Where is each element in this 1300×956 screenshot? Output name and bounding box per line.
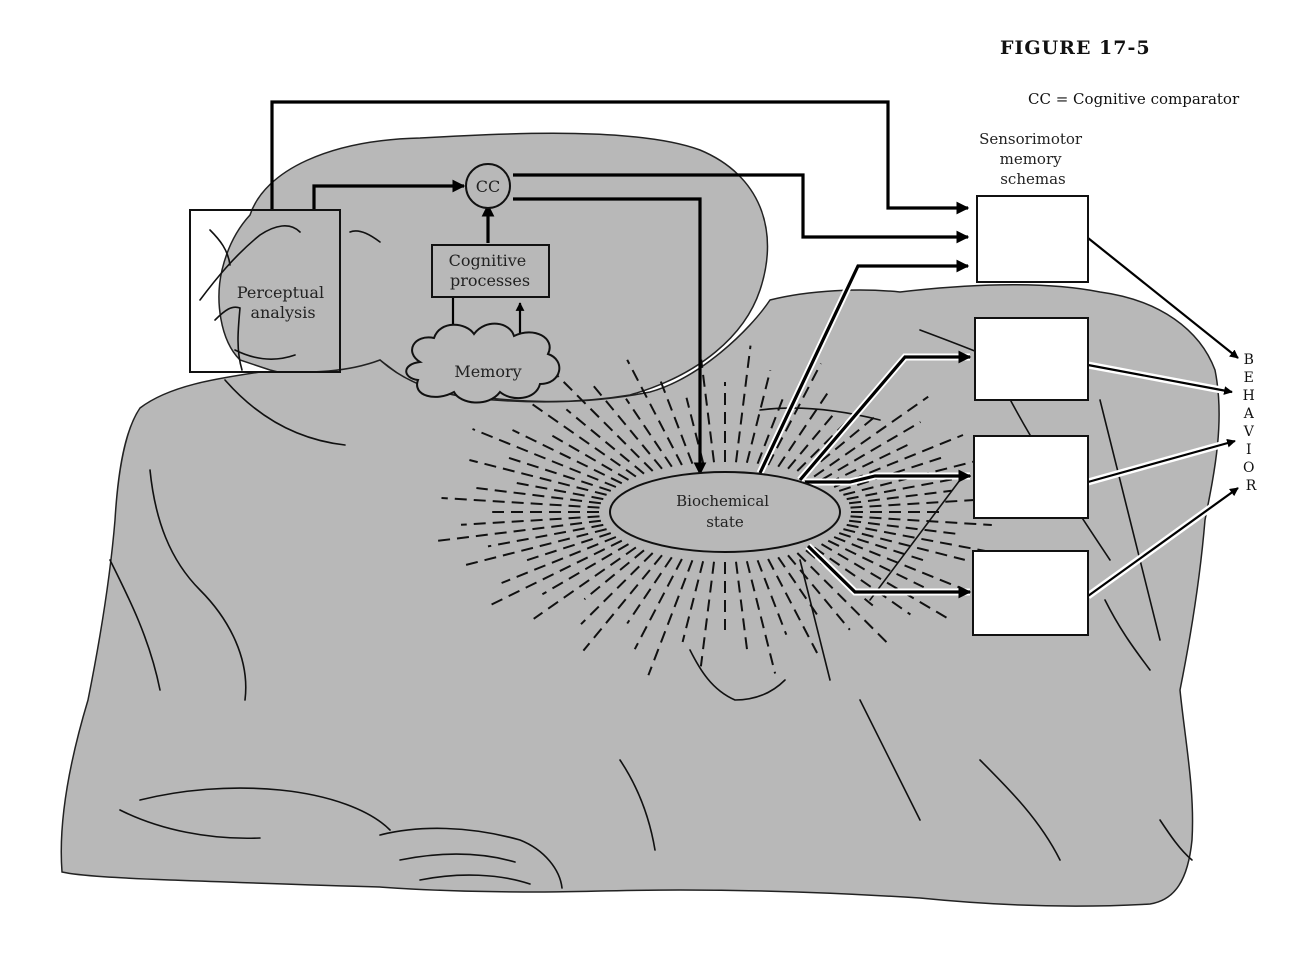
radiation-ray xyxy=(520,532,612,564)
radiation-ray xyxy=(469,459,607,496)
radiation-ray xyxy=(756,559,788,636)
arrow-biochemical-to-schema-2 xyxy=(798,350,972,482)
radiation-ray xyxy=(583,549,645,601)
radiation-ray xyxy=(552,371,654,472)
radiation-ray xyxy=(787,554,851,631)
radiation-ray xyxy=(580,552,654,625)
arrow-biochemical-to-schema-3 xyxy=(805,469,972,484)
radiation-ray xyxy=(658,377,694,465)
radiation-ray xyxy=(486,539,623,608)
sensorimotor-schema-boxes xyxy=(972,195,1089,636)
radiation-ray xyxy=(512,481,604,501)
schema-box-2 xyxy=(974,317,1089,401)
radiation-ray xyxy=(813,546,911,616)
arrow-biochemical-to-schema-4 xyxy=(806,544,972,599)
radiation-ray xyxy=(813,395,929,478)
radiation-ray xyxy=(843,528,966,561)
radiation-ray xyxy=(756,394,786,465)
radiation-ray xyxy=(850,497,1006,509)
biochemical-radiation xyxy=(432,345,1006,676)
flow-arrows xyxy=(270,100,1241,599)
biochemical-state-label: Biochemical state xyxy=(676,492,774,531)
radiation-ray xyxy=(476,487,602,505)
radiation-ray xyxy=(820,421,922,481)
radiation-ray xyxy=(625,398,673,468)
radiation-ray xyxy=(850,515,992,526)
radiation-ray xyxy=(647,559,694,676)
schema-box-3 xyxy=(973,435,1089,519)
arrow-perceptual-to-cc xyxy=(312,179,466,210)
radiation-ray xyxy=(833,536,964,590)
radiation-ray xyxy=(541,543,630,596)
radiation-ray xyxy=(745,369,772,464)
arrow-cc-to-sensorimotor xyxy=(513,173,970,244)
radiation-ray xyxy=(796,552,888,643)
radiation-ray xyxy=(699,561,715,667)
radiation-ray xyxy=(441,497,600,509)
radiation-ray xyxy=(626,359,683,466)
radiation-ray xyxy=(846,523,1003,556)
schema-box-4 xyxy=(972,550,1089,636)
radiation-ray xyxy=(681,560,705,643)
radiation-ray xyxy=(820,543,952,621)
radiation-ray xyxy=(527,400,637,478)
radiation-ray xyxy=(787,414,834,470)
radiation-ray xyxy=(633,558,683,650)
memory-node: Memory xyxy=(405,322,561,404)
biochemical-state-node: Biochemical state xyxy=(609,471,841,553)
sketch-lines xyxy=(109,225,1193,889)
radiation-ray xyxy=(463,528,607,567)
arrow-biochemical-to-schema-1 xyxy=(758,259,970,474)
torso-silhouette xyxy=(60,284,1220,907)
radiation-ray xyxy=(487,523,604,548)
radiation-ray xyxy=(512,429,623,485)
radiation-ray xyxy=(735,345,752,463)
perceptual-analysis-label: Perceptual analysis xyxy=(237,283,329,322)
radiation-ray xyxy=(838,532,928,563)
behavior-label: B E H A V I O R xyxy=(1243,352,1260,494)
arrow-cc-to-biochemical xyxy=(513,197,707,476)
radiation-ray xyxy=(565,408,645,475)
radiation-ray xyxy=(735,561,749,653)
radiation-ray xyxy=(777,556,818,615)
radiation-ray xyxy=(848,489,952,505)
radiation-ray xyxy=(432,519,602,543)
figure-key: CC = Cognitive comparator xyxy=(1028,90,1240,108)
arrow-schema-1-to-behavior xyxy=(1087,237,1239,359)
cc-label: CC xyxy=(476,177,500,196)
memory-label: Memory xyxy=(454,362,521,381)
perceptual-analysis-node: Perceptual analysis xyxy=(189,209,341,373)
cognitive-processes-node: Cognitive processes xyxy=(431,244,550,298)
radiation-ray xyxy=(550,434,630,481)
radiation-ray xyxy=(700,359,715,463)
radiation-ray xyxy=(777,389,831,468)
sensorimotor-schemas-label: Sensorimotor memory schemas xyxy=(979,130,1087,188)
radiation-ray xyxy=(745,560,777,674)
cognitive-comparator-node: CC xyxy=(465,163,511,209)
radiation-ray xyxy=(472,428,617,488)
arrow-schema-3-to-behavior xyxy=(1087,438,1236,484)
arrow-perceptual-to-sensorimotor-top xyxy=(270,100,970,215)
radiation-ray xyxy=(827,443,909,485)
radiation-ray xyxy=(533,546,637,620)
radiation-ray xyxy=(846,473,979,501)
radiation-ray xyxy=(582,554,663,652)
arrow-schema-2-to-behavior xyxy=(1087,363,1233,395)
radiation-ray xyxy=(501,536,617,584)
radiation-ray xyxy=(767,363,822,466)
figure-title: FIGURE 17-5 xyxy=(1000,37,1151,59)
radiation-ray xyxy=(805,414,878,475)
arrow-schema-4-to-behavior xyxy=(1087,487,1239,597)
radiation-ray xyxy=(626,556,673,625)
schema-box-1 xyxy=(976,195,1089,283)
radiation-ray xyxy=(460,515,600,526)
cognitive-processes-label: Cognitive processes xyxy=(449,251,532,290)
